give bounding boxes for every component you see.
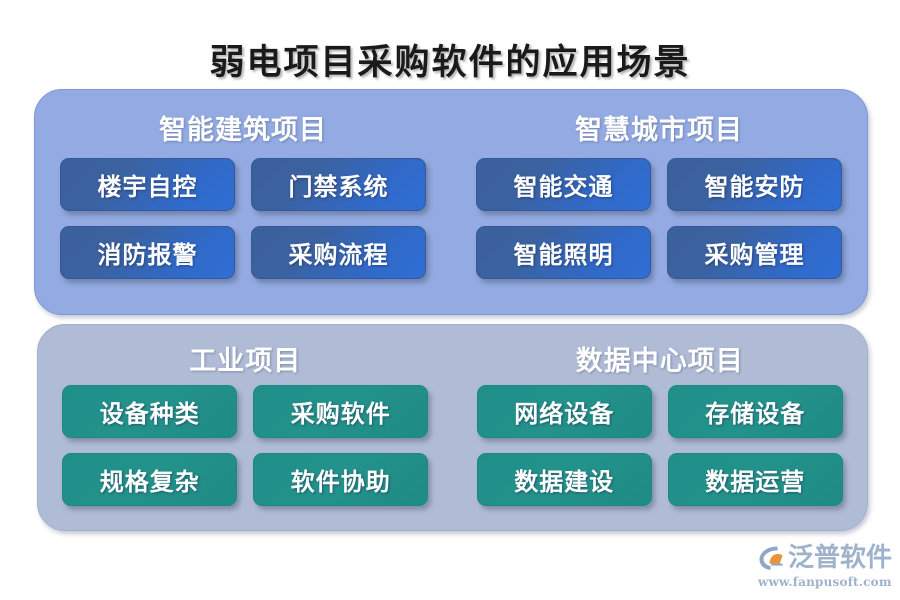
chip-data-construction[interactable]: 数据建设 bbox=[476, 453, 652, 506]
group-smart-building: 智能建筑项目 楼宇自控 门禁系统 消防报警 采购流程 bbox=[35, 90, 451, 314]
chip-data-operations[interactable]: 数据运营 bbox=[667, 453, 843, 506]
group-title-data-center: 数据中心项目 bbox=[575, 346, 744, 377]
chip-equipment-types[interactable]: 设备种类 bbox=[62, 385, 238, 438]
group-title-smart-city: 智慧城市项目 bbox=[575, 115, 743, 146]
chip-network-equipment[interactable]: 网络设备 bbox=[476, 385, 652, 438]
chip-smart-security[interactable]: 智能安防 bbox=[667, 158, 842, 211]
chip-procurement-software[interactable]: 采购软件 bbox=[253, 385, 429, 438]
chip-grid-smart-city: 智能交通 智能安防 智能照明 采购管理 bbox=[451, 158, 867, 279]
panel-smart-projects: 智能建筑项目 楼宇自控 门禁系统 消防报警 采购流程 智慧城市项目 智能交通 智… bbox=[34, 89, 868, 315]
chip-grid-industrial: 设备种类 采购软件 规格复杂 软件协助 bbox=[38, 385, 453, 506]
group-data-center: 数据中心项目 网络设备 存储设备 数据建设 数据运营 bbox=[453, 325, 868, 530]
group-industrial: 工业项目 设备种类 采购软件 规格复杂 软件协助 bbox=[38, 325, 453, 530]
chip-fire-alarm[interactable]: 消防报警 bbox=[60, 226, 235, 279]
logo-row: 泛普软件 bbox=[756, 542, 892, 574]
chip-access-control[interactable]: 门禁系统 bbox=[251, 158, 426, 211]
chip-grid-smart-building: 楼宇自控 门禁系统 消防报警 采购流程 bbox=[35, 158, 451, 279]
group-smart-city: 智慧城市项目 智能交通 智能安防 智能照明 采购管理 bbox=[451, 90, 867, 314]
chip-complex-specs[interactable]: 规格复杂 bbox=[62, 453, 238, 506]
brand-logo: 泛普软件 www.fanpusoft.com bbox=[756, 542, 892, 590]
chip-building-automation[interactable]: 楼宇自控 bbox=[60, 158, 235, 211]
group-title-industrial: 工业项目 bbox=[189, 346, 302, 377]
chip-storage-equipment[interactable]: 存储设备 bbox=[667, 385, 843, 438]
chip-software-assist[interactable]: 软件协助 bbox=[253, 453, 429, 506]
chip-procurement-process[interactable]: 采购流程 bbox=[251, 226, 426, 279]
page-title: 弱电项目采购软件的应用场景 bbox=[209, 42, 691, 83]
chip-procurement-management[interactable]: 采购管理 bbox=[667, 226, 842, 279]
fanpu-swoosh-icon bbox=[756, 543, 786, 573]
group-title-smart-building: 智能建筑项目 bbox=[159, 115, 327, 146]
logo-brand-name: 泛普软件 bbox=[788, 543, 893, 573]
panel-industrial-datacenter: 工业项目 设备种类 采购软件 规格复杂 软件协助 数据中心项目 网络设备 存储设… bbox=[37, 324, 868, 531]
chip-smart-lighting[interactable]: 智能照明 bbox=[476, 226, 651, 279]
chip-grid-data-center: 网络设备 存储设备 数据建设 数据运营 bbox=[453, 385, 868, 506]
logo-website-url: www.fanpusoft.com bbox=[758, 575, 892, 589]
chip-smart-transport[interactable]: 智能交通 bbox=[476, 158, 651, 211]
